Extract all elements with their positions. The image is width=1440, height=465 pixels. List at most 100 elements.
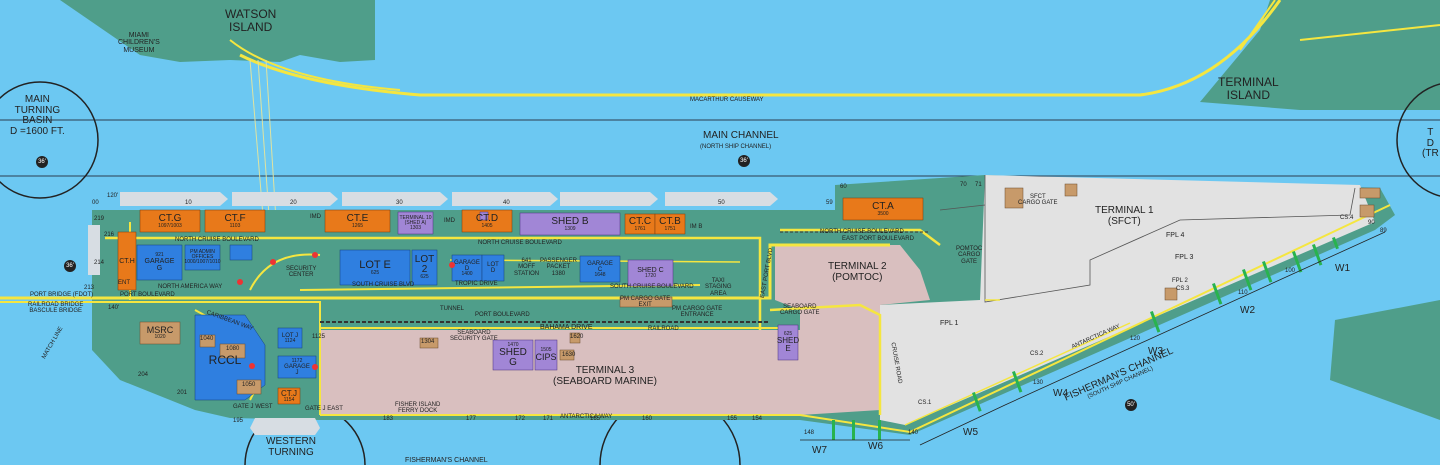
berth-154: 154 — [752, 416, 763, 422]
berth-155: 155 — [727, 416, 738, 422]
passenger-packet-label: PASSENGER PACKET 1380 — [540, 258, 577, 277]
terminal-island-land — [1200, 0, 1440, 110]
wharf-w7-label: W7 — [812, 445, 827, 456]
lot-2-building — [411, 249, 438, 286]
fpl-3-label: FPL 3 — [1175, 254, 1194, 261]
berth-90: 90 — [1368, 220, 1375, 226]
ct-b-building — [654, 213, 686, 235]
berth-172: 172 — [515, 416, 526, 422]
lot-e-building — [339, 249, 411, 286]
berth-50: 50 — [718, 200, 725, 206]
pm-cargo-gate-exit-label: PM CARGO GATE EXIT — [620, 296, 671, 309]
north-america-way-label: NORTH AMERICA WAY — [158, 284, 223, 290]
port-blvd-2-label: PORT BOULEVARD — [475, 312, 530, 318]
berth-120ft: 120' — [107, 193, 119, 199]
fpl-4-label: FPL 4 — [1166, 232, 1185, 239]
fpl-2-label: FPL 2 — [1172, 278, 1188, 284]
shed-c-building — [627, 259, 674, 287]
watson-island-land — [60, 0, 375, 62]
berth-110: 110 — [1238, 290, 1248, 296]
basin-depth-marker: 36' — [36, 156, 48, 168]
garage-g-building — [136, 244, 183, 281]
watson-island-label: WATSON ISLAND — [225, 7, 277, 34]
fisher-island-ferry-label: FISHER ISLAND FERRY DOCK — [395, 402, 441, 415]
berth-204: 204 — [138, 372, 149, 378]
railroad-label: RAILROAD — [648, 326, 679, 332]
berth-120: 120 — [1130, 336, 1141, 342]
berth-10: 10 — [185, 200, 192, 206]
terminal-1-area — [880, 175, 1375, 425]
ct-h-label: CT.H — [119, 257, 135, 265]
antarctica-way-label: ANTARCTICA WAY — [560, 414, 613, 420]
seaboard-security-gate-label: SEABOARD SECURITY GATE — [450, 330, 498, 343]
port-blvd-label: PORT BOULEVARD — [120, 292, 175, 298]
berth-177: 177 — [466, 416, 477, 422]
imd-1-label: IMD — [310, 214, 321, 220]
gate-j-east-label: GATE J EAST — [305, 406, 343, 412]
terminal-island-label: TERMINAL ISLAND — [1218, 75, 1279, 102]
pomtoc-cargo-gate-label: POMTOC CARGO GATE — [956, 246, 983, 265]
terminal-1-label: TERMINAL 1 (SFCT) — [1095, 205, 1154, 227]
tropic-drive-label: TROPIC DRIVE — [455, 281, 498, 287]
terminal-2-label: TERMINAL 2 (POMTOC) — [828, 261, 887, 283]
berth-59: 59 — [826, 200, 833, 206]
shed-e-building — [777, 324, 799, 361]
ct-d-building — [461, 209, 513, 233]
berth-60: 60 — [840, 184, 847, 190]
cs-1-label: CS.1 — [918, 400, 932, 406]
berth-140: 140 — [908, 430, 919, 436]
b1125-label: 1125 — [312, 334, 325, 340]
south-cruise-2-label: SOUTH CRUISE BOULEVARD — [610, 284, 694, 290]
security-center-label: SECURITY CENTER — [286, 266, 317, 279]
north-cruise-2-label: NORTH CRUISE BOULEVARD — [478, 240, 562, 246]
berth-201: 201 — [177, 390, 188, 396]
main-turning-basin-label: MAIN TURNING BASIN D =1600 FT. — [10, 94, 65, 137]
main-turning-basin-circle — [0, 81, 99, 199]
east-port-label: EAST PORT BOULEVARD — [842, 236, 914, 242]
berth-140ft: 140' — [108, 305, 120, 311]
shed-g-building — [492, 339, 534, 371]
western-turning-label: WESTERN TURNING — [266, 436, 316, 458]
cs-2-label: CS.2 — [1030, 351, 1044, 357]
right-edge-partial-label: T D (TR — [1422, 127, 1439, 159]
fpl-1-label: FPL 1 — [940, 320, 959, 327]
ct-g-building — [139, 209, 201, 233]
berth-00: 00 — [92, 200, 99, 206]
lot-d-building — [481, 254, 505, 282]
terminal-2-area — [775, 245, 930, 415]
b1040-label: 1040 — [200, 336, 214, 342]
berth-30: 30 — [396, 200, 403, 206]
imd-2-label: IMD — [444, 218, 455, 224]
ct-f-building — [204, 209, 266, 233]
ct-a-building — [842, 197, 924, 221]
main-channel-label: MAIN CHANNEL — [703, 130, 779, 141]
ct-j-building — [277, 387, 301, 405]
berth-100: 100 — [1285, 268, 1296, 274]
berth-71: 71 — [975, 182, 982, 188]
miami-childrens-museum-label: MIAMI CHILDREN'S MUSEUM — [118, 32, 160, 54]
wharf-w4-label: W4 — [1053, 388, 1068, 399]
berth-213: 213 — [84, 285, 95, 291]
berth-216: 216 — [104, 232, 115, 238]
rccl-label: RCCL — [208, 353, 242, 367]
north-cruise-label: NORTH CRUISE BOULEVARD — [175, 237, 259, 243]
berth-89: 89 — [1380, 228, 1387, 234]
berth-160: 160 — [642, 416, 653, 422]
ent-label: ENT — [118, 280, 130, 286]
garage-c-building — [579, 255, 621, 283]
wharf-w3-label: W3 — [1148, 346, 1163, 357]
ct-h-building — [117, 231, 137, 291]
